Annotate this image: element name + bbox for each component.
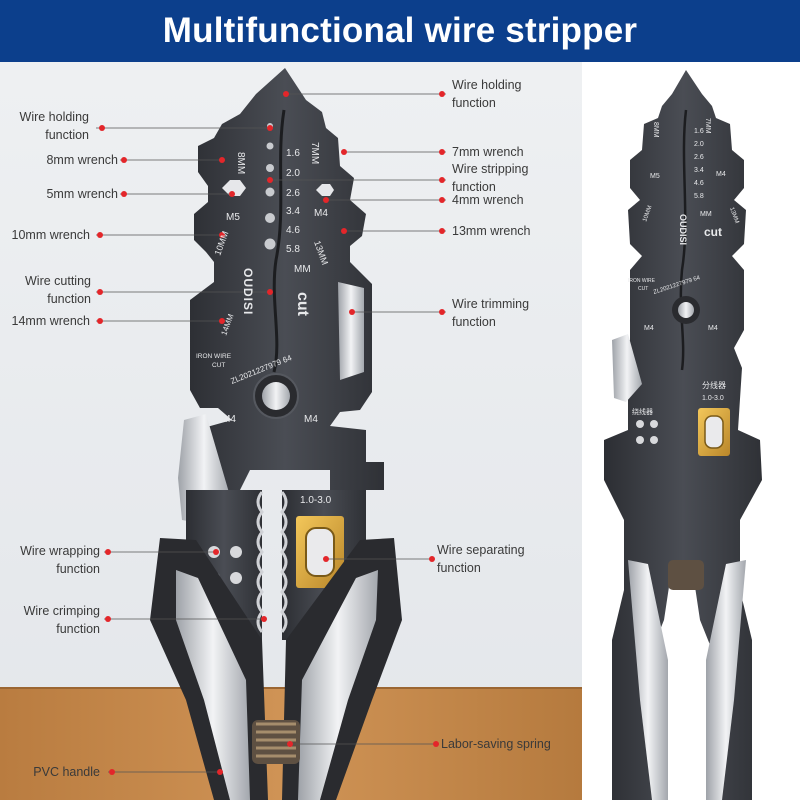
side-engrave-gauge-3: 2.6 [694,154,704,161]
title-banner: Multifunctional wire stripper [0,0,800,62]
side-engrave-10mm: 10MM [642,205,653,223]
label-13mm-wrench: 13mm wrench [452,224,531,238]
label-wire-stripping: Wire stripping function [452,162,529,194]
engrave-iron-wire: IRON WIRE [196,353,232,360]
engrave-7mm: 7MM [309,142,320,164]
engrave-m4: M4 [314,208,328,219]
side-engrave-sep-range: 1.0-3.0 [702,395,724,402]
label-7mm-wrench: 7mm wrench [452,145,524,159]
side-engrave-13mm: 13MM [728,207,739,225]
side-engrave-iron-cut: CUT [638,286,648,292]
labor-saving-spring [252,720,300,764]
side-engrave-brand: OUDISI [678,214,688,245]
label-wire-cutting: Wire cutting function [25,274,91,306]
label-4mm-wrench: 4mm wrench [452,193,524,207]
engrave-mm: MM [294,264,311,275]
label-wire-wrapping: Wire wrapping function [20,544,100,576]
product-illustration: 8MM 7MM 1.6 2.0 2.6 3.4 4.6 5.8 M5 M4 10… [0,62,800,800]
label-5mm-wrench: 5mm wrench [46,187,118,201]
engrave-gauge-4: 3.4 [286,206,300,217]
side-engrave-gauge-1: 1.6 [694,128,704,135]
label-wire-holding-left: Wire holding function [19,110,89,142]
engrave-iron-cut: CUT [212,362,225,369]
label-wire-separating: Wire separating function [437,543,525,575]
tool-head [186,68,384,490]
engrave-m4-left: M4 [222,414,236,425]
label-8mm-wrench: 8mm wrench [46,153,118,167]
engrave-gauge-3: 2.6 [286,188,300,199]
engrave-cut: cut [294,292,311,317]
engrave-8mm: 8MM [235,152,246,174]
side-engrave-m4-left: M4 [644,325,654,332]
marker-dots [97,91,445,775]
label-14mm-wrench: 14mm wrench [11,314,91,328]
side-engrave-gauge-6: 5.8 [694,193,704,200]
side-engrave-m4-right: M4 [708,325,718,332]
side-engrave-iron-wire: IRON WIRE [628,278,656,284]
side-engrave-gauge-2: 2.0 [694,141,704,148]
label-pvc-handle: PVC handle [33,765,100,779]
engrave-separator-range: 1.0-3.0 [300,495,332,506]
side-engrave-8mm: 8MM [652,122,659,138]
label-labor-saving-spring: Labor-saving spring [441,737,551,751]
side-engrave-m5: M5 [650,173,660,180]
side-engrave-mm: MM [700,211,712,218]
side-engrave-sep-cn: 分线器 [702,380,726,390]
side-engrave-7mm: 7MM [704,118,711,134]
label-wire-holding-right: Wire holding function [452,78,522,110]
engrave-gauge-6: 5.8 [286,244,300,255]
side-engrave-gauge-5: 4.6 [694,180,704,187]
leader-lines [96,93,446,773]
product-scene: 8MM 7MM 1.6 2.0 2.6 3.4 4.6 5.8 M5 M4 10… [0,62,800,800]
label-10mm-wrench: 10mm wrench [11,228,91,242]
side-engrave-cut: cut [704,225,722,239]
side-view-tool [604,70,762,800]
side-engrave-wrap-cn: 绕线器 [632,407,653,416]
engrave-gauge-1: 1.6 [286,148,300,159]
engrave-gauge-2: 2.0 [286,168,300,179]
side-engrave-gauge-4: 3.4 [694,167,704,174]
engrave-brand: OUDISI [241,268,255,315]
label-wire-trimming: Wire trimming function [452,297,530,329]
engrave-gauge-5: 4.6 [286,225,300,236]
page-title: Multifunctional wire stripper [162,11,638,50]
label-wire-crimping: Wire crimping function [23,604,100,636]
engrave-m4-right: M4 [304,414,318,425]
engrave-m5: M5 [226,212,240,223]
side-engrave-m4: M4 [716,171,726,178]
